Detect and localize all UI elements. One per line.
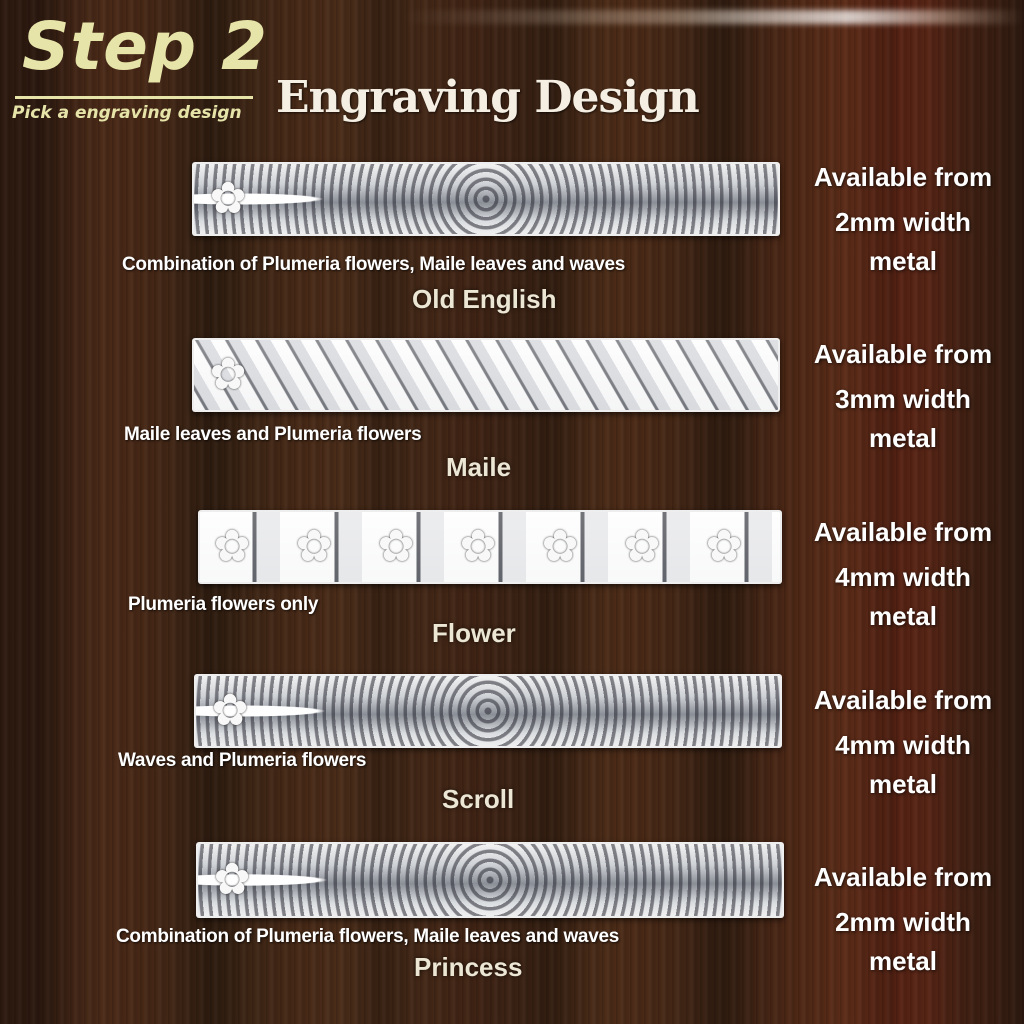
- design-name: Scroll: [442, 784, 515, 814]
- plumeria-icon: ✿: [705, 521, 743, 572]
- plumeria-icon: ✿: [541, 521, 579, 572]
- engraved-bar-maile-leaves-icon: ✿: [192, 338, 780, 412]
- wood-highlight: [400, 10, 1024, 24]
- availability-note: Available from 4mm width metal: [813, 685, 993, 799]
- availability-note: Available from 4mm width metal: [813, 517, 993, 631]
- plumeria-icon: ✿: [623, 521, 661, 572]
- design-name: Old English: [412, 284, 557, 314]
- plumeria-icon: ✿: [377, 521, 415, 572]
- design-description: Combination of Plumeria flowers, Maile l…: [122, 254, 625, 275]
- plumeria-icon: ✿: [295, 521, 333, 572]
- step-title: Step 2: [22, 8, 268, 85]
- engraved-bar-waves-icon: ✿: [194, 674, 782, 748]
- plumeria-icon: ✿: [213, 854, 251, 905]
- plumeria-icon: ✿: [213, 521, 251, 572]
- plumeria-icon: ✿: [459, 521, 497, 572]
- design-description: Combination of Plumeria flowers, Maile l…: [116, 926, 619, 947]
- engraved-bar-scroll-flower-icon: ✿: [192, 162, 780, 236]
- design-name: Flower: [432, 618, 516, 648]
- engraved-bar-princess-scroll-icon: ✿: [196, 842, 784, 918]
- plumeria-icon: ✿: [209, 173, 247, 224]
- step-subtitle: Pick a engraving design: [12, 103, 242, 123]
- availability-note: Available from 2mm width metal: [813, 162, 993, 276]
- availability-note: Available from 3mm width metal: [813, 339, 993, 453]
- design-description: Maile leaves and Plumeria flowers: [124, 424, 422, 445]
- engraved-bar-plumeria-flowers-icon: ✿ ✿ ✿ ✿ ✿ ✿ ✿: [198, 510, 782, 584]
- design-description: Waves and Plumeria flowers: [118, 750, 367, 771]
- plumeria-icon: ✿: [209, 349, 247, 400]
- step-divider: [15, 96, 253, 99]
- availability-note: Available from 2mm width metal: [813, 862, 993, 976]
- page-title: Engraving Design: [276, 72, 700, 123]
- plumeria-icon: ✿: [211, 685, 249, 736]
- design-name: Maile: [446, 452, 512, 482]
- design-name: Princess: [414, 952, 523, 982]
- design-description: Plumeria flowers only: [128, 594, 319, 615]
